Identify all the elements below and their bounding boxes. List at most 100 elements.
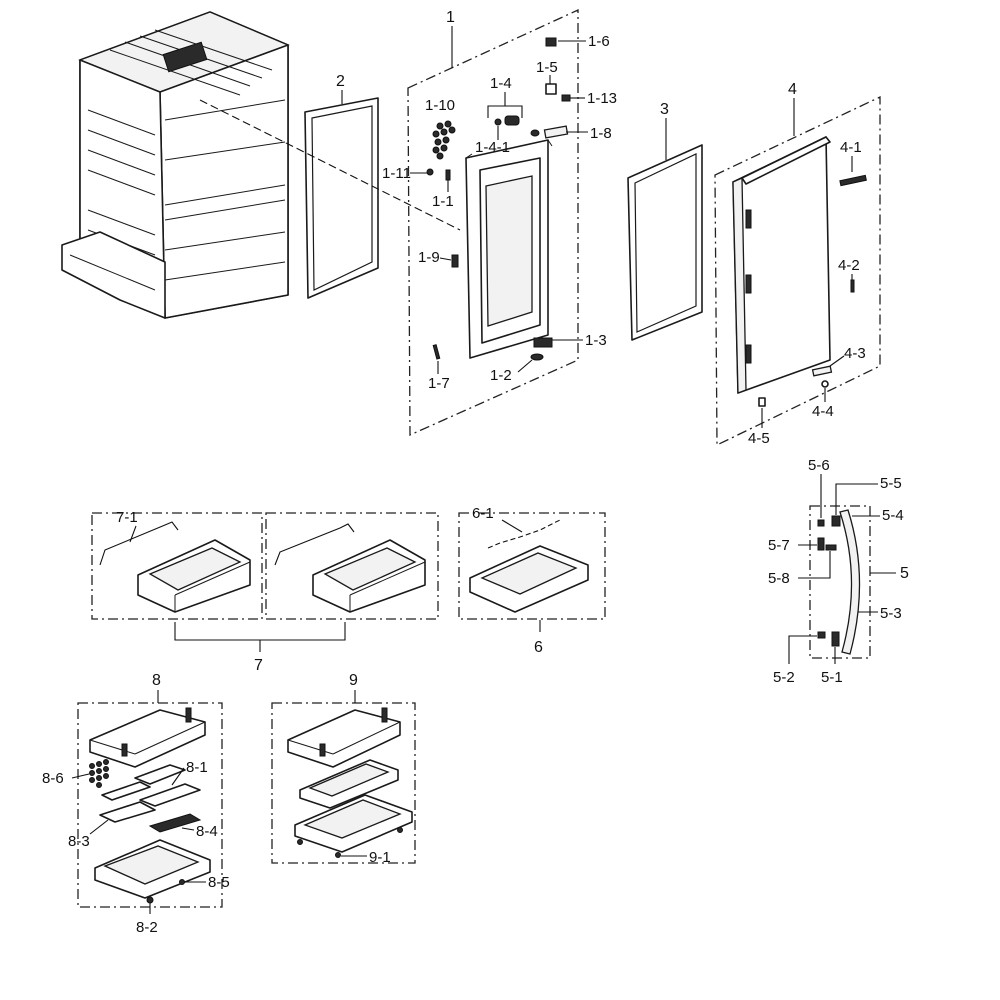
- assembly-box-1: [407, 8, 579, 436]
- screw-1-11: [426, 168, 434, 176]
- part-5-7: [817, 537, 825, 551]
- label-1-13: 1-13: [587, 90, 617, 107]
- rail-7-1a: [99, 521, 179, 566]
- leader-7-1: [129, 525, 137, 543]
- rail-6-1: [487, 519, 561, 549]
- rail-7-1b: [274, 523, 355, 566]
- screws-8-6: [89, 759, 109, 788]
- label-5-6: 5-6: [808, 457, 830, 474]
- label-4-2: 4-2: [838, 257, 860, 274]
- label-7: 7: [254, 657, 263, 674]
- pin-1-7: [432, 344, 441, 360]
- label-8-6: 8-6: [42, 770, 64, 787]
- part-1-4: [504, 115, 520, 126]
- outer-door-4: [732, 136, 831, 394]
- tray-8: [94, 839, 211, 899]
- label-2: 2: [336, 73, 345, 90]
- label-5-5: 5-5: [880, 475, 902, 492]
- part-1-13: [561, 94, 571, 102]
- screw-9-a: [297, 839, 303, 845]
- assembly-box-7b: [265, 512, 439, 620]
- label-7-1: 7-1: [116, 509, 138, 526]
- label-1-5: 1-5: [536, 59, 558, 76]
- part-1-9: [451, 254, 459, 268]
- part-4-2: [850, 279, 855, 293]
- leader-4-3: [829, 355, 845, 367]
- leader-5-5: [835, 483, 878, 515]
- label-9-1: 9-1: [369, 849, 391, 866]
- leader-5-8: [798, 551, 831, 579]
- connector-line: [199, 99, 461, 231]
- part-1-4-1: [494, 118, 502, 126]
- plates-8: [99, 764, 202, 833]
- label-1-9: 1-9: [418, 249, 440, 266]
- label-8-3: 8-3: [68, 833, 90, 850]
- label-4-3: 4-3: [844, 345, 866, 362]
- label-9: 9: [349, 672, 358, 689]
- handle-5-3: [839, 509, 861, 655]
- label-1-2: 1-2: [490, 367, 512, 384]
- label-8-4: 8-4: [196, 823, 218, 840]
- label-4: 4: [788, 81, 797, 98]
- part-1-5: [545, 83, 557, 95]
- part-5-2: [817, 631, 826, 639]
- label-5-8: 5-8: [768, 570, 790, 587]
- drawer-7b: [312, 539, 426, 613]
- cover-8: [89, 707, 206, 768]
- assembly-box-9: [271, 702, 416, 864]
- label-1-6: 1-6: [588, 33, 610, 50]
- tray-9: [294, 794, 413, 853]
- drawer-7a: [137, 539, 251, 613]
- leader-8-6: [71, 773, 90, 779]
- part-1-2: [530, 353, 544, 361]
- label-4-5: 4-5: [748, 430, 770, 447]
- label-1-4: 1-4: [490, 75, 512, 92]
- label-3: 3: [660, 101, 669, 118]
- label-5-2: 5-2: [773, 669, 795, 686]
- label-4-4: 4-4: [812, 403, 834, 420]
- part-4-5: [758, 397, 766, 407]
- assembly-box-5: [809, 505, 871, 659]
- label-1-1: 1-1: [432, 193, 454, 210]
- part-4-4: [821, 380, 829, 388]
- leader-8-3: [89, 819, 109, 835]
- leader-6-1: [501, 519, 523, 533]
- leader-8-4: [181, 827, 195, 831]
- leader-8-1: [171, 767, 185, 786]
- bracket-7: [174, 622, 346, 641]
- leader-1-9: [439, 257, 452, 261]
- label-5-4: 5-4: [882, 507, 904, 524]
- label-5-3: 5-3: [880, 605, 902, 622]
- part-1-8: [543, 125, 569, 139]
- label-6: 6: [534, 639, 543, 656]
- tray-6: [469, 545, 589, 613]
- part-5-6: [817, 519, 825, 527]
- screw-8-5: [179, 879, 185, 885]
- pin-1-1: [445, 169, 451, 181]
- screw-9-1: [335, 852, 341, 858]
- part-1-6: [545, 37, 557, 47]
- part-4-3: [811, 365, 833, 377]
- assembly-box-7a: [91, 512, 263, 620]
- label-8: 8: [152, 672, 161, 689]
- label-5: 5: [900, 565, 909, 582]
- label-8-5: 8-5: [208, 874, 230, 891]
- assembly-box-6: [458, 512, 606, 620]
- label-1-4-1: 1-4-1: [475, 139, 510, 156]
- refrigerator-cabinet: [61, 11, 290, 319]
- cover-9: [287, 707, 401, 768]
- label-1-8: 1-8: [590, 125, 612, 142]
- label-8-1: 8-1: [186, 759, 208, 776]
- part-4-1: [839, 174, 867, 187]
- label-1-3: 1-3: [585, 332, 607, 349]
- label-1-11: 1-11: [382, 165, 411, 182]
- assembly-box-4: [714, 95, 881, 447]
- label-8-2: 8-2: [136, 919, 158, 936]
- part-5-8: [825, 544, 837, 551]
- bracket-9: [299, 759, 399, 809]
- part-5-1: [831, 631, 840, 647]
- label-1: 1: [446, 9, 455, 26]
- part-small: [530, 129, 540, 137]
- hinge-1-3: [533, 337, 553, 348]
